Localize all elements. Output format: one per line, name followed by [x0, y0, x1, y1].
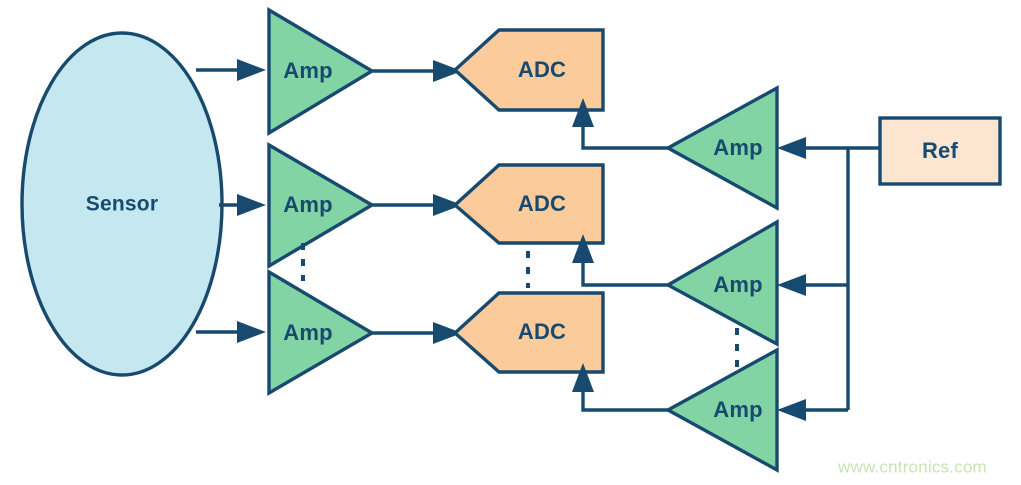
- adc-3[interactable]: ADC: [452, 291, 605, 374]
- ref-amp-1[interactable]: Amp: [664, 85, 779, 211]
- amp-to-adc-connectors: [372, 60, 462, 344]
- adc-2-label: ADC: [518, 191, 566, 216]
- ref-bus-connectors: [777, 137, 880, 421]
- ref-amp-2[interactable]: Amp: [664, 219, 779, 347]
- arrow-head-sensor-amp-1: [237, 59, 266, 81]
- sensor-to-amp-connectors: [196, 59, 266, 343]
- arrow-head-ref-amp-2: [777, 274, 806, 296]
- input-amp-1-triangle: [267, 7, 376, 137]
- arrow-head-refamp-adc-1: [572, 98, 594, 127]
- ref-node[interactable]: Ref: [878, 116, 1002, 186]
- adc-3-pentagon: [452, 291, 605, 374]
- adc-1[interactable]: ADC: [452, 28, 605, 112]
- ref-rectangle: [878, 116, 1002, 186]
- arrow-head-refamp-adc-3: [572, 363, 594, 392]
- adc-3-label: ADC: [518, 319, 566, 344]
- adc-1-pentagon: [452, 28, 605, 112]
- adc-1-label: ADC: [518, 57, 566, 82]
- sensor-node[interactable]: Sensor: [20, 31, 224, 377]
- ref-amp-to-adc-connectors: [572, 98, 668, 412]
- input-amp-1[interactable]: Amp: [267, 7, 376, 137]
- arrow-head-refamp-adc-2: [572, 234, 594, 263]
- input-amp-2-triangle: [267, 142, 376, 269]
- input-amp-3-label: Amp: [283, 320, 333, 345]
- watermark-label: www.cntronics.com: [837, 457, 987, 476]
- ref-amp-1-label: Amp: [713, 135, 763, 160]
- ref-amp-3[interactable]: Amp: [664, 347, 779, 473]
- arrow-head-amp-adc-1: [433, 60, 462, 82]
- ref-amp-2-label: Amp: [713, 272, 763, 297]
- arrow-head-amp-adc-2: [433, 194, 462, 216]
- arrow-head-ref-amp-3: [777, 399, 806, 421]
- input-amp-2[interactable]: Amp: [267, 142, 376, 269]
- input-amp-3[interactable]: Amp: [267, 269, 376, 396]
- ref-amp-3-label: Amp: [713, 397, 763, 422]
- input-amp-3-triangle: [267, 269, 376, 396]
- connector-refamp-adc-2: [581, 258, 668, 287]
- input-amp-2-label: Amp: [283, 192, 333, 217]
- ref-label: Ref: [922, 138, 959, 163]
- connector-refamp-adc-1: [581, 122, 668, 150]
- connector-refamp-adc-3: [581, 387, 668, 412]
- arrow-head-sensor-amp-3: [237, 321, 266, 343]
- adc-2[interactable]: ADC: [452, 163, 605, 245]
- input-amp-1-label: Amp: [283, 58, 333, 83]
- ref-amp-2-triangle: [664, 219, 779, 347]
- arrow-head-ref-amp-1: [777, 137, 806, 159]
- arrow-head-amp-adc-3: [433, 322, 462, 344]
- adc-2-pentagon: [452, 163, 605, 245]
- sensor-label: Sensor: [86, 193, 158, 216]
- arrow-head-sensor-amp-2: [237, 194, 266, 216]
